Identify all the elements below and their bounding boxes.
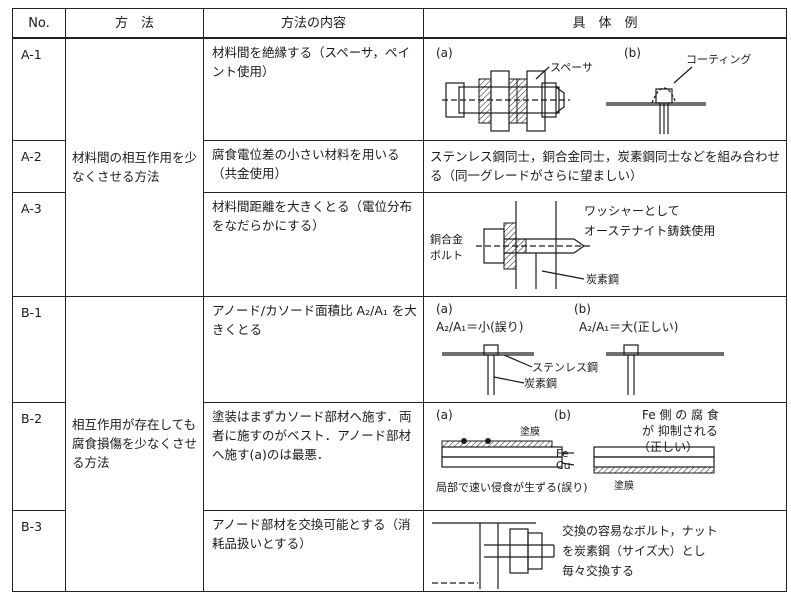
fe-note-3: （正しい） [638,440,698,454]
figure-distance: 銅合金 ボルト ワッシャーとして オーステナイト鋳鉄使用 炭素鋼 [430,200,715,289]
table-row-a2: A-2 腐食電位差の小さい材料を用いる（共金使用） ステンレス鋼同士，銅合金同士… [12,139,787,193]
example-b2: (a) (b) 塗膜 Fe [423,401,787,511]
header-row: No. 方 法 方法の内容 具 体 例 [12,8,787,39]
figure-b2-label-a: (a) [436,408,453,422]
table-row-a1: A-1 材料間の相互作用を少なくさせる方法 材料間を絶縁する（スペーサ，ペイント… [12,37,787,297]
row-number: A-2 [12,139,66,193]
method-group-b: 相互作用が存在しても腐食損傷を少なくさせる方法 [65,295,204,592]
bolt-label-2: ボルト [430,249,463,262]
carbon-steel-label: 炭素鋼 [586,272,619,286]
method-content: 塗装はまずカソード部材へ施す．両者に施すのがベスト．アノード部材へ施す(a)のは… [203,401,424,511]
b3-note-3: 毎々交換する [562,563,634,578]
fe-note-2: が 抑制される [642,423,718,438]
header-example: 具 体 例 [423,8,787,39]
b3-note-1: 交換の容易なボルト，ナット [562,523,718,538]
figure-a1-label-b: (b) [624,46,641,60]
row-number: A-1 [12,37,66,141]
row-number: B-1 [12,295,66,403]
row-number: A-3 [12,191,66,297]
bolt-washer-drawing [476,200,592,289]
figure-a1-label-a: (a) [436,46,453,60]
ratio-a-label: A₂/A₁＝小(誤り) [436,319,523,334]
figure-b1-label-a: (a) [436,302,453,316]
area-ratio-drawing [442,343,724,395]
method-group-a: 材料間の相互作用を少なくさせる方法 [65,37,204,297]
carbon-label: 炭素鋼 [524,376,557,390]
figure-area-ratio: (a) (b) A₂/A₁＝小(誤り) A₂/A₁＝大(正しい) [436,302,724,395]
row-number: B-2 [12,401,66,511]
figure-b2-label-b: (b) [554,408,571,422]
spacer-label: スペーサ [550,61,593,74]
ratio-b-label: A₂/A₁＝大(正しい) [579,320,678,334]
table-row-b3: B-3 アノード部材を交換可能とする（消耗品扱いとする） [12,509,787,592]
method-content: 腐食電位差の小さい材料を用いる（共金使用） [203,139,424,193]
method-content: アノード/カソード面積比 A₂/A₁ を大きくとる [203,295,424,403]
method-content: アノード部材を交換可能とする（消耗品扱いとする） [203,509,424,592]
method-content: 材料間を絶縁する（スペーサ，ペイント使用） [203,37,424,141]
fe-label: Fe [556,447,569,460]
example-b3: 交換の容易なボルト，ナット を炭素鋼（サイズ大）とし 毎々交換する [423,509,787,592]
coating-label: コーティング [686,52,751,66]
coat-label: 塗膜 [520,425,540,438]
figure-coating: (a) (b) 塗膜 Fe [436,407,719,494]
table-row-b1: B-1 相互作用が存在しても腐食損傷を少なくさせる方法 アノード/カソード面積比… [12,295,787,592]
example-a1: (a) (b) [423,37,787,141]
example-a2: ステンレス鋼同士，銅合金同士，炭素鋼同士などを組み合わせる（同一グレードがさらに… [423,139,787,193]
bolt-label-1: 銅合金 [430,232,463,246]
cu-label: Cu [556,459,571,472]
coating-drawing [441,437,715,473]
example-text: ステンレス鋼同士，銅合金同士，炭素鋼同士などを組み合わせる（同一グレードがさらに… [430,148,781,183]
figure-replaceable: 交換の容易なボルト，ナット を炭素鋼（サイズ大）とし 毎々交換する [432,521,718,589]
countermeasure-table: No. 方 法 方法の内容 具 体 例 A-1 材料間の相互作用を少なくさせる方… [12,8,787,592]
bottom-note: 局部で速い侵食が生ずる(誤り) [436,480,588,494]
table-row-a3: A-3 材料間距離を大きくとる（電位分布をなだらかにする） [12,191,787,297]
stainless-label: ステンレス鋼 [532,360,598,374]
method-content: 材料間距離を大きくとる（電位分布をなだらかにする） [203,191,424,297]
fe-note-1: Fe 側 の 腐 食 [642,407,719,422]
example-b1: (a) (b) A₂/A₁＝小(誤り) A₂/A₁＝大(正しい) [423,295,787,403]
replaceable-bolt-drawing [432,521,555,589]
table-row-b2: B-2 塗装はまずカソード部材へ施す．両者に施すのがベスト．アノード部材へ施す(… [12,401,787,511]
bolt-spacer-drawing [442,66,570,132]
header-content: 方法の内容 [203,8,424,39]
figure-insulation: (a) (b) [436,46,751,134]
header-method: 方 法 [65,8,204,39]
washer-note-1: ワッシャーとして [584,204,680,218]
b3-note-2: を炭素鋼（サイズ大）とし [562,543,706,558]
row-number: B-3 [12,509,66,592]
coated-bolt-drawing [606,66,706,134]
figure-b1-label-b: (b) [574,302,591,316]
header-no: No. [12,8,66,39]
washer-note-2: オーステナイト鋳鉄使用 [584,223,715,238]
coat-b-label: 塗膜 [614,479,634,492]
example-a3: 銅合金 ボルト ワッシャーとして オーステナイト鋳鉄使用 炭素鋼 [423,191,787,297]
